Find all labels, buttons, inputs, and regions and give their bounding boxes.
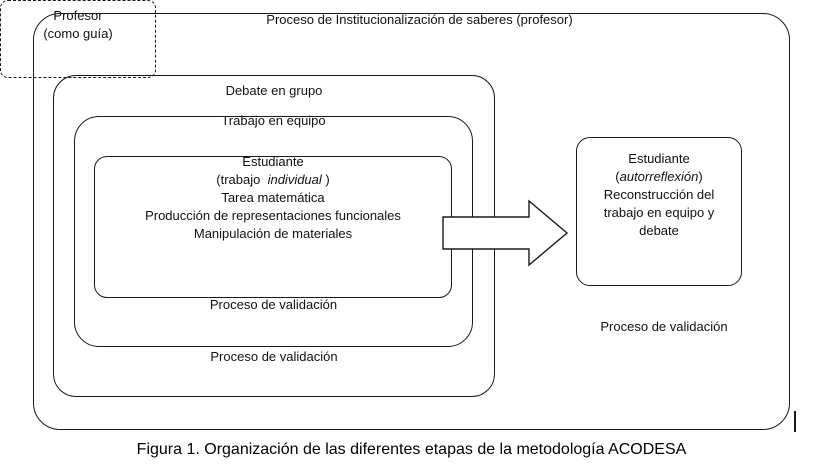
- debate-en-grupo-label: Debate en grupo: [225, 83, 323, 98]
- proceso-validacion-middle-label: Proceso de validación: [210, 349, 338, 364]
- proceso-validacion-right-label: Proceso de validación: [600, 319, 728, 334]
- trabajo-individual-line: (trabajo individual ): [216, 172, 330, 187]
- trabajo-equipo-line: trabajo en equipo y: [603, 205, 715, 220]
- estudiante-right-title: Estudiante: [628, 151, 690, 166]
- tarea-matematica-line: Tarea matemática: [221, 190, 325, 205]
- estudiante-individual-text: Estudiante (trabajo individual ) Tarea m…: [94, 153, 452, 243]
- debate-line: debate: [639, 223, 679, 238]
- figure-caption: Figura 1. Organización de las diferentes…: [136, 441, 687, 458]
- reconstruccion-line: Reconstrucción del: [603, 187, 715, 202]
- cursor-mark: [794, 411, 796, 432]
- estudiante-autorreflexion-box: [576, 137, 742, 286]
- proceso-validacion-inner-label: Proceso de validación: [209, 297, 338, 312]
- autorreflexion-line: (autorreflexión): [615, 169, 703, 184]
- profesor-label: Profesor: [53, 8, 103, 23]
- profesor-sublabel: (como guía): [43, 26, 113, 41]
- manipulacion-materiales-line: Manipulación de materiales: [193, 226, 353, 241]
- institucionalizacion-label: Proceso de Institucionalización de saber…: [266, 12, 573, 27]
- produccion-representaciones-line: Producción de representaciones funcional…: [145, 208, 401, 223]
- trabajo-en-equipo-label: Trabajo en equipo: [221, 113, 326, 128]
- flow-arrow-icon: [440, 198, 571, 268]
- institucionalizacion-box: [33, 13, 790, 430]
- estudiante-title: Estudiante: [242, 154, 304, 169]
- estudiante-autorreflexion-text: Estudiante (autorreflexión) Reconstrucci…: [576, 150, 742, 240]
